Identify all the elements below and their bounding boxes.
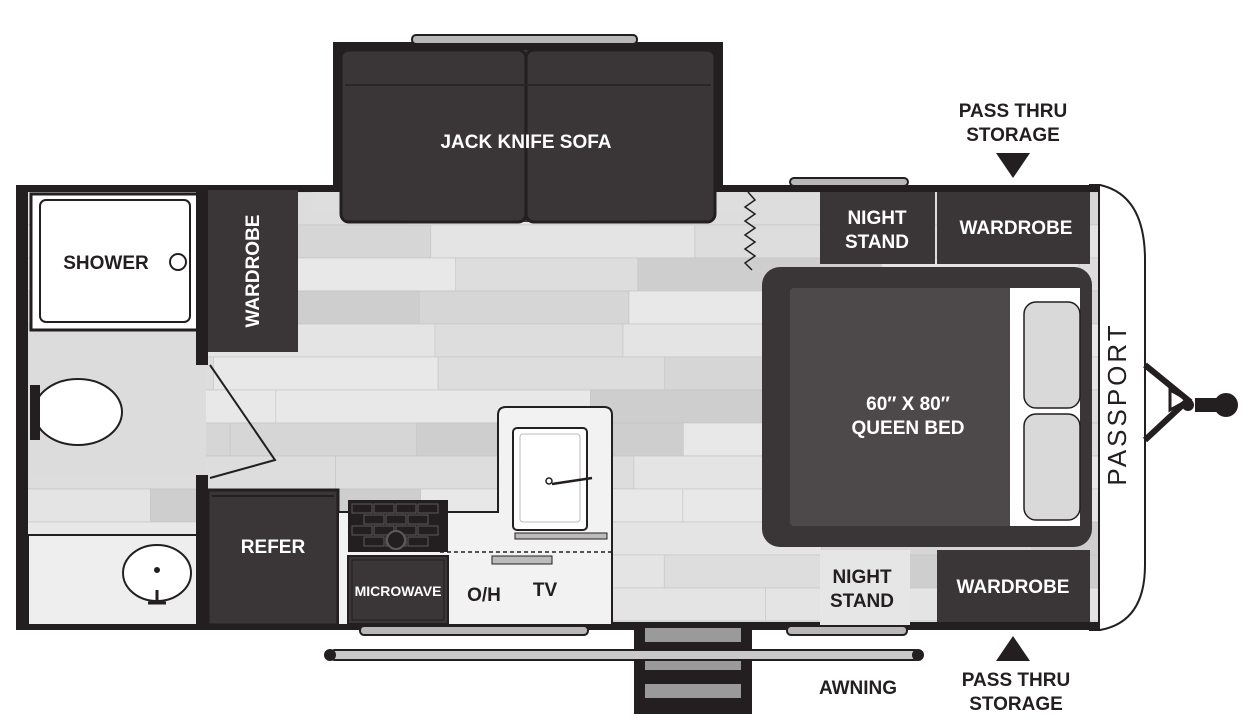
- wardrobe-bottom: [937, 550, 1090, 622]
- grate-cell: [363, 514, 385, 525]
- pass-thru-bottom-line2: STORAGE: [969, 694, 1063, 715]
- arrow-down-icon: [996, 153, 1030, 178]
- floor-plank: [437, 356, 666, 391]
- floor-plank: [622, 323, 789, 358]
- grate-cell: [351, 503, 373, 514]
- floor-plank: [418, 290, 630, 325]
- floor-plank: [612, 620, 854, 622]
- bath-partition: [196, 190, 208, 365]
- bed-type-label: QUEEN BED: [852, 418, 965, 439]
- bath-wardrobe-label: WARDROBE: [243, 215, 264, 328]
- grate-cell: [407, 536, 429, 547]
- bed-size-label: 60″ X 80″: [866, 394, 950, 415]
- night-stand-bottom-line2: STAND: [830, 591, 894, 612]
- shower-inner: [39, 199, 191, 323]
- shower-label: SHOWER: [63, 253, 149, 274]
- window-rail-top: [789, 177, 909, 187]
- microwave-label: MICROWAVE: [355, 583, 442, 599]
- grate-cell: [417, 503, 439, 514]
- night-stand-top-line1: NIGHT: [847, 208, 907, 229]
- kitchen: MICROWAVE O/H TV: [337, 406, 613, 626]
- bath-wardrobe: [206, 190, 298, 352]
- floor-plank: [28, 488, 151, 523]
- kitchen-faucet-icon: [551, 476, 593, 486]
- floor-plank: [455, 257, 639, 292]
- pass-thru-storage-top: PASS THRU STORAGE: [959, 101, 1067, 178]
- night-stand-top: [820, 192, 935, 264]
- toilet-icon: [33, 378, 123, 446]
- wardrobe-top: [937, 192, 1090, 264]
- bedroom: NIGHT STAND WARDROBE 60″ X 80″ QUEEN BED…: [743, 191, 1092, 625]
- bathroom: SHOWER WARDROBE: [27, 190, 298, 626]
- bed-mattress: [790, 288, 1072, 526]
- tv-label: TV: [533, 580, 558, 601]
- night-stand-bottom-line1: NIGHT: [832, 567, 892, 588]
- awning-bar: [329, 649, 921, 661]
- pillow-icon-2: [1023, 413, 1081, 521]
- floor-plank: [434, 323, 624, 358]
- range-grate: [351, 503, 439, 547]
- refrigerator: REFER: [206, 488, 340, 627]
- brand-logo: PASSPORT: [1102, 322, 1132, 485]
- pillow-icon-1: [1023, 301, 1081, 409]
- faucet-icon: [148, 590, 166, 605]
- pass-thru-storage-bottom: PASS THRU STORAGE: [962, 636, 1070, 715]
- grate-cell: [385, 514, 407, 525]
- floor-plank: [229, 422, 418, 457]
- entry-steps: [634, 624, 752, 714]
- bedroom-curtain: [743, 191, 757, 271]
- window-rail-bottom-left: [359, 625, 589, 636]
- sofa-label: JACK KNIFE SOFA: [440, 132, 611, 153]
- night-stand-top-line2: STAND: [845, 232, 909, 253]
- wardrobe-top-label: WARDROBE: [960, 218, 1073, 239]
- awning-end-left-icon: [324, 649, 336, 661]
- bath-wall-lower: [196, 475, 208, 625]
- jack-knife-sofa: JACK KNIFE SOFA: [339, 48, 717, 224]
- microwave: [347, 555, 449, 625]
- microwave-door: [351, 559, 445, 621]
- floor-plank: [430, 224, 696, 259]
- kitchen-drain-icon: [545, 477, 553, 485]
- sink-drain-icon: [154, 567, 160, 573]
- awning-label: AWNING: [819, 678, 897, 699]
- grate-cell: [373, 503, 395, 514]
- slideout-rail: [411, 34, 638, 45]
- bath-door-swing: [209, 364, 277, 479]
- pass-thru-bottom-line1: PASS THRU: [962, 670, 1070, 691]
- floor-plank: [213, 356, 439, 391]
- grate-cell: [395, 503, 417, 514]
- pass-thru-top-line1: PASS THRU: [959, 101, 1067, 122]
- grate-cell: [363, 536, 385, 547]
- grate-cell: [351, 525, 373, 536]
- awning: AWNING: [324, 649, 924, 699]
- pass-thru-top-line2: STORAGE: [966, 125, 1060, 146]
- shower-drain-icon: [169, 253, 187, 271]
- night-stand-bottom: [820, 550, 910, 625]
- hitch: [1142, 362, 1238, 443]
- arrow-up-icon: [996, 636, 1030, 661]
- window-rail-bottom-right: [786, 625, 908, 636]
- burner-icon: [386, 530, 406, 550]
- awning-end-right-icon: [912, 649, 924, 661]
- oh-label: O/H: [467, 585, 501, 606]
- grate-cell: [407, 514, 429, 525]
- front-cap: [1089, 184, 1146, 631]
- tv-mount: [491, 555, 553, 565]
- wardrobe-bottom-label: WARDROBE: [957, 577, 1070, 598]
- refer-label: REFER: [241, 537, 306, 558]
- grate-cell: [417, 525, 439, 536]
- toilet-tank: [30, 385, 40, 440]
- counter-edge: [514, 532, 608, 540]
